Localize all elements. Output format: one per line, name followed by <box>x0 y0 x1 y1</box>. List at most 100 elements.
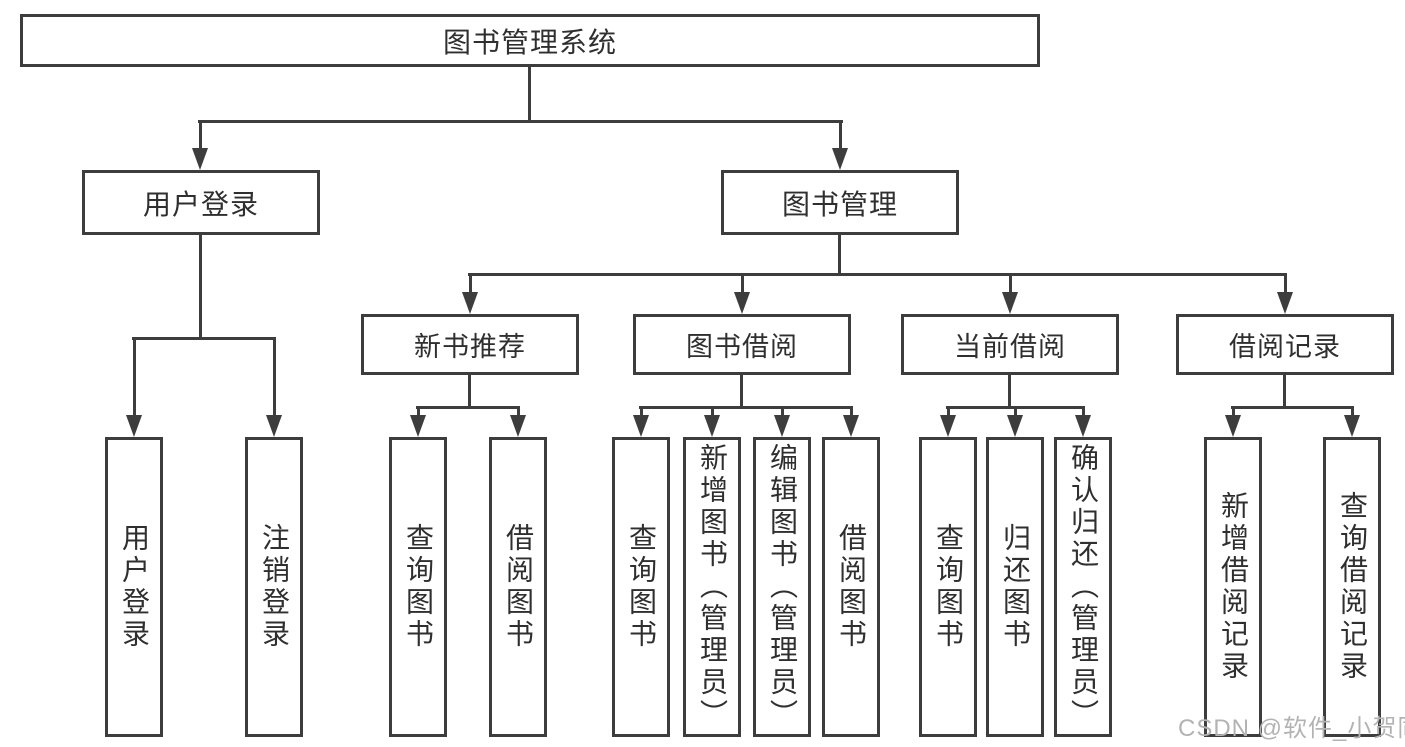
connector-new-book-recommend-stub <box>468 375 471 406</box>
arrow-shaft <box>711 409 714 419</box>
arrowhead-icon <box>266 415 282 437</box>
arrowhead-icon <box>734 292 750 314</box>
arrow-leaf <box>940 409 956 437</box>
arrowhead-icon <box>704 415 720 437</box>
leaf-confirm-return-admin: 确认归还（管理员） <box>1054 437 1112 737</box>
node-borrow-record-label: 借阅记录 <box>1229 332 1341 362</box>
arrow-leaf <box>704 409 720 437</box>
connector-borrow-record-bar <box>1231 406 1354 409</box>
arrow-leaf <box>774 409 790 437</box>
arrowhead-icon <box>510 415 526 437</box>
arrow-leaf <box>1344 409 1360 437</box>
arrow-shaft <box>199 123 202 152</box>
connector-book-management-bar <box>468 273 1287 276</box>
arrow-leaf <box>410 409 426 437</box>
arrowhead-icon <box>940 415 956 437</box>
leaf-query-book-recommend: 查询图书 <box>389 437 447 737</box>
arrow-shaft <box>1009 276 1012 296</box>
arrow-shaft <box>417 409 420 419</box>
leaf-label: 归还图书 <box>1000 523 1031 651</box>
arrowhead-icon <box>1225 415 1241 437</box>
arrow-shaft <box>133 340 136 419</box>
csdn-watermark: CSDN @软件_小贺同学 <box>1178 715 1405 742</box>
connector-user-login-bar <box>132 337 276 340</box>
leaf-label: 借阅图书 <box>503 523 534 651</box>
leaf-add-borrow-record: 新增借阅记录 <box>1204 437 1262 737</box>
arrow-shaft <box>517 409 520 419</box>
node-current-borrow: 当前借阅 <box>901 314 1119 375</box>
arrowhead-icon <box>1007 415 1023 437</box>
arrow-to-current-borrow <box>1002 276 1018 314</box>
arrow-to-book-management <box>832 123 848 170</box>
arrowhead-icon <box>410 415 426 437</box>
arrowhead-icon <box>774 415 790 437</box>
arrowhead-icon <box>1277 292 1293 314</box>
connector-current-borrow-stub <box>1008 375 1011 406</box>
arrow-to-leaf-logout <box>266 340 282 437</box>
arrow-leaf <box>510 409 526 437</box>
node-root-label: 图书管理系统 <box>442 26 617 58</box>
arrowhead-icon <box>1075 415 1091 437</box>
leaf-logout: 注销登录 <box>245 437 303 737</box>
leaf-user-login: 用户登录 <box>105 437 163 737</box>
arrow-leaf <box>1075 409 1091 437</box>
leaf-label: 编辑图书（管理员） <box>767 443 798 731</box>
leaf-label: 注销登录 <box>259 523 290 651</box>
node-new-book-recommend: 新书推荐 <box>361 314 579 375</box>
arrow-shaft <box>741 276 744 296</box>
arrow-shaft <box>781 409 784 419</box>
node-borrow-record: 借阅记录 <box>1176 314 1394 375</box>
connector-current-borrow-bar <box>946 406 1085 409</box>
leaf-borrow-book: 借阅图书 <box>822 437 880 737</box>
arrow-shaft <box>839 123 842 152</box>
leaf-label: 查询图书 <box>626 523 657 651</box>
leaf-label: 查询借阅记录 <box>1337 491 1368 683</box>
connector-book-management-stub <box>838 235 841 273</box>
node-book-management-label: 图书管理 <box>781 188 898 220</box>
leaf-add-book-admin: 新增图书（管理员） <box>683 437 741 737</box>
arrow-shaft <box>273 340 276 419</box>
arrow-shaft <box>1351 409 1354 419</box>
arrow-leaf <box>633 409 649 437</box>
arrow-shaft <box>1232 409 1235 419</box>
leaf-label: 借阅图书 <box>836 523 867 651</box>
arrow-shaft <box>1082 409 1085 419</box>
arrow-shaft <box>1284 276 1287 296</box>
leaf-query-book-borrow: 查询图书 <box>612 437 670 737</box>
leaf-query-current-borrow: 查询图书 <box>919 437 977 737</box>
arrowhead-icon <box>1344 415 1360 437</box>
leaf-edit-book-admin: 编辑图书（管理员） <box>753 437 811 737</box>
connector-new-book-recommend-bar <box>416 406 520 409</box>
arrowhead-icon <box>843 415 859 437</box>
node-book-borrow: 图书借阅 <box>633 314 851 375</box>
arrow-to-borrow-record <box>1277 276 1293 314</box>
leaf-label: 查询图书 <box>403 523 434 651</box>
arrow-to-new-book-recommend <box>462 276 478 314</box>
arrowhead-icon <box>462 292 478 314</box>
leaf-label: 查询图书 <box>933 523 964 651</box>
node-root: 图书管理系统 <box>20 14 1040 67</box>
leaf-borrow-book-recommend: 借阅图书 <box>489 437 547 737</box>
connector-root-bar <box>198 120 843 123</box>
connector-root-stub <box>528 67 531 120</box>
leaf-query-borrow-record: 查询借阅记录 <box>1323 437 1381 737</box>
node-book-management: 图书管理 <box>721 170 959 235</box>
connector-borrow-record-stub <box>1283 375 1286 406</box>
arrow-shaft <box>947 409 950 419</box>
arrowhead-icon <box>832 148 848 170</box>
leaf-label: 新增借阅记录 <box>1218 491 1249 683</box>
arrowhead-icon <box>192 148 208 170</box>
arrow-to-user-login <box>192 123 208 170</box>
arrowhead-icon <box>633 415 649 437</box>
node-new-book-recommend-label: 新书推荐 <box>414 332 526 362</box>
leaf-label: 新增图书（管理员） <box>697 443 728 731</box>
arrow-shaft <box>469 276 472 296</box>
arrow-leaf <box>1225 409 1241 437</box>
arrowhead-icon <box>1002 292 1018 314</box>
leaf-label: 确认归还（管理员） <box>1068 443 1099 731</box>
arrowhead-icon <box>126 415 142 437</box>
node-current-borrow-label: 当前借阅 <box>954 332 1066 362</box>
arrow-shaft <box>640 409 643 419</box>
arrow-to-book-borrow <box>734 276 750 314</box>
